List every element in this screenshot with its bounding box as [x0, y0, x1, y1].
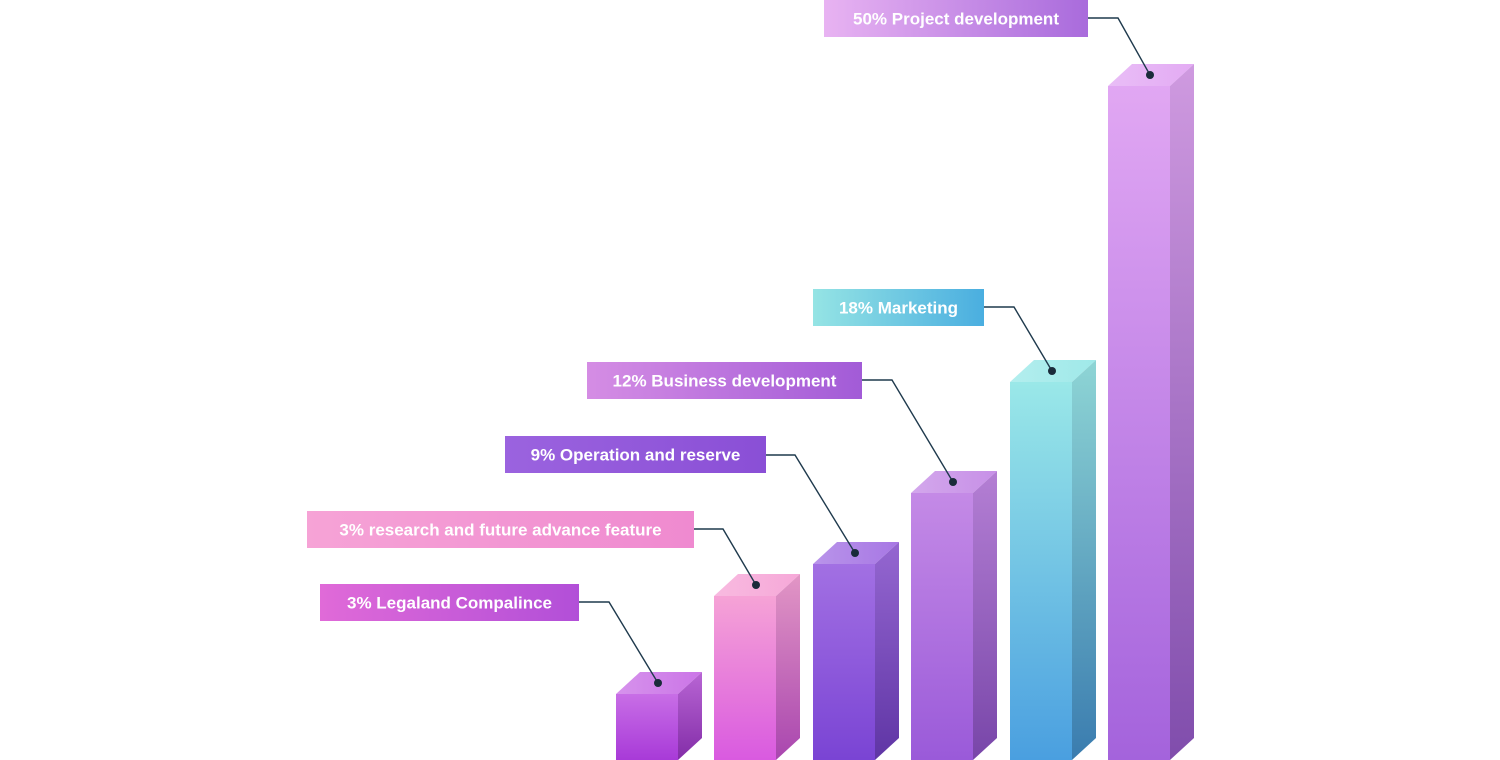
- label-text: 50% Project development: [853, 10, 1059, 29]
- bar-4: [911, 471, 997, 760]
- label-box: [587, 362, 862, 399]
- label-box: [824, 0, 1088, 37]
- bar-side-face: [973, 471, 997, 760]
- leader-1: [579, 601, 662, 687]
- label-text: 12% Business development: [613, 372, 837, 391]
- bar-6: [1108, 64, 1194, 760]
- label-text: 3% research and future advance feature: [339, 521, 661, 540]
- leader-line: [1088, 17, 1151, 76]
- bar-side-face: [875, 542, 899, 760]
- label-2: 3% research and future advance feature: [307, 511, 694, 548]
- leader-dot: [1146, 71, 1154, 79]
- leader-3: [766, 454, 859, 557]
- leader-dot: [752, 581, 760, 589]
- bar-1: [616, 672, 702, 760]
- bar-side-face: [678, 672, 702, 760]
- label-4: 12% Business development: [587, 362, 862, 399]
- label-6: 50% Project development: [824, 0, 1088, 37]
- label-box: [813, 289, 984, 326]
- leader-dot: [1048, 367, 1056, 375]
- bar-5: [1010, 360, 1096, 760]
- leader-line: [862, 379, 954, 483]
- leader-4: [862, 379, 957, 486]
- label-5: 18% Marketing: [813, 289, 984, 326]
- bar-2: [714, 574, 800, 760]
- bar-front-face: [1108, 86, 1170, 760]
- leader-dot: [654, 679, 662, 687]
- bar-side-face: [1072, 360, 1096, 760]
- bar-front-face: [1010, 382, 1072, 760]
- label-box: [505, 436, 766, 473]
- label-text: 18% Marketing: [839, 299, 958, 318]
- leader-6: [1088, 17, 1154, 79]
- leader-2: [694, 528, 760, 589]
- leader-5: [984, 306, 1056, 375]
- bar-front-face: [714, 596, 776, 760]
- bar-3: [813, 542, 899, 760]
- bar-side-face: [1170, 64, 1194, 760]
- leader-line: [766, 454, 856, 554]
- leader-line: [579, 601, 659, 684]
- label-1: 3% Legaland Compalince: [320, 584, 579, 621]
- label-text: 9% Operation and reserve: [531, 446, 741, 465]
- bar-front-face: [911, 493, 973, 760]
- leader-line: [984, 306, 1053, 372]
- leader-dot: [949, 478, 957, 486]
- bar-side-face: [776, 574, 800, 760]
- label-text: 3% Legaland Compalince: [347, 594, 552, 613]
- label-box: [307, 511, 694, 548]
- label-box: [320, 584, 579, 621]
- leader-line: [694, 528, 757, 586]
- label-3: 9% Operation and reserve: [505, 436, 766, 473]
- bar-front-face: [616, 694, 678, 760]
- leader-dot: [851, 549, 859, 557]
- bar-front-face: [813, 564, 875, 760]
